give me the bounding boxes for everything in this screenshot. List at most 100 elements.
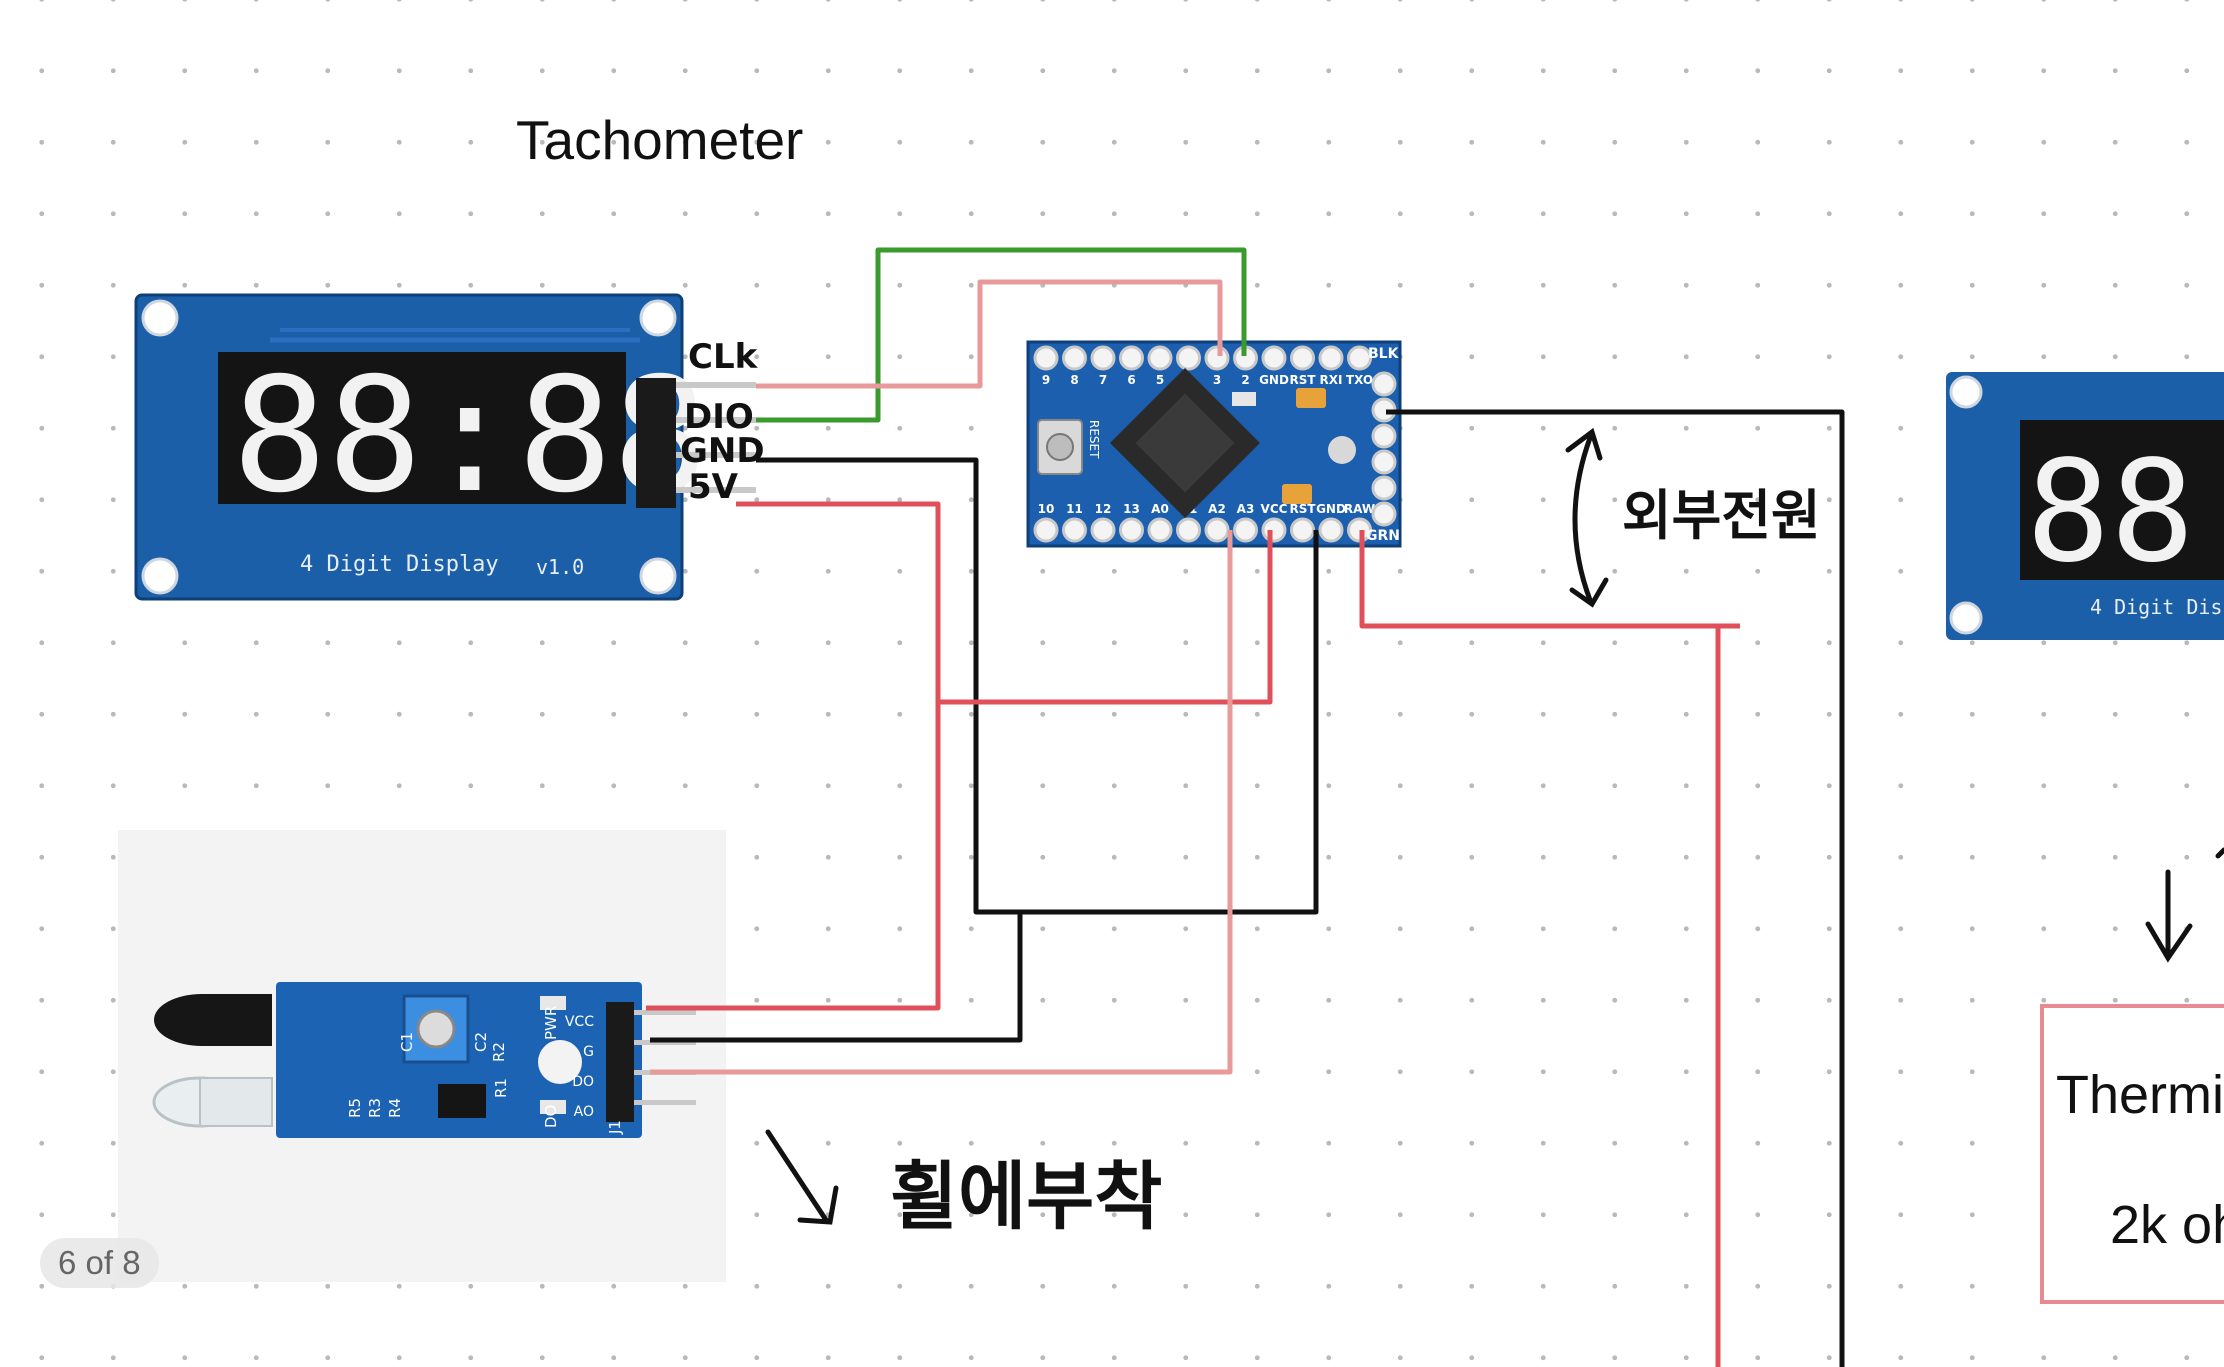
- reset-label: RESET: [1087, 420, 1101, 459]
- led: [1328, 436, 1356, 464]
- arduino-bottom-pin-label: 10: [1038, 502, 1055, 516]
- arduino-bottom-pin: [1119, 517, 1144, 543]
- arduino-top-pin-label: 9: [1042, 373, 1050, 387]
- arduino-top-pin-label: 2: [1241, 373, 1249, 387]
- arduino-bottom-pin-label: 13: [1123, 502, 1140, 516]
- arduino-bottom-pin-label: 11: [1066, 502, 1083, 516]
- wire-clk-pink: [756, 279, 1223, 389]
- sensor-silk-label: R5: [346, 1098, 364, 1118]
- corner-label-grn: GRN: [1366, 528, 1400, 544]
- display-module: 88:88 4 Digit Display v1.0: [134, 293, 756, 601]
- arduino-bottom-pin: [1090, 517, 1116, 543]
- display-version: v1.0: [536, 555, 584, 579]
- arduino-top-pin: [1318, 345, 1344, 371]
- wire-5v-display: [646, 501, 941, 1011]
- arduino-top-pin-label: RST: [1289, 373, 1316, 387]
- header-pin: [676, 487, 756, 493]
- arduino-side-pin: [1371, 449, 1397, 475]
- arduino-bottom-pin-label: VCC: [1261, 502, 1288, 516]
- smd-part: [1232, 392, 1256, 406]
- label-gnd: GND: [680, 431, 765, 471]
- arduino-bottom-pin: [1062, 517, 1087, 543]
- right-display-digits: 88:: [2026, 431, 2224, 594]
- mount-hole: [639, 299, 677, 337]
- arduino-top-pin: [1204, 345, 1230, 371]
- resistor-value-label: 2k oh: [2110, 1195, 2224, 1255]
- sensor-silk-label: J1: [606, 1120, 624, 1135]
- seven-segment-face: [218, 352, 626, 504]
- arduino-bottom-pin-label: 12: [1095, 502, 1112, 516]
- arduino-bottom-pin-label: RAW: [1344, 502, 1375, 516]
- right-pin-row: [1371, 371, 1397, 527]
- arduino-bottom-pin-label: GND: [1316, 502, 1346, 516]
- pwr-led: [540, 996, 566, 1010]
- do-led: [540, 1100, 566, 1114]
- label-clk: CLk: [688, 337, 759, 377]
- arduino-top-pin-label: 7: [1099, 373, 1107, 387]
- arduino-top-pin-label: GND: [1259, 373, 1289, 387]
- bottom-pin-row: 10111213A0A1A2A3VCCRSTGNDRAW: [1033, 502, 1375, 543]
- capacitor: [1282, 484, 1312, 504]
- sensor-silk-label: DO: [542, 1105, 560, 1128]
- header-pin: [676, 417, 756, 423]
- display-caption: 4 Digit Display: [300, 552, 499, 577]
- header-pin: [676, 452, 756, 458]
- attach-arrow: [765, 1129, 839, 1225]
- arduino-top-pin-label: 8: [1070, 373, 1078, 387]
- sensor-silk-label: R4: [386, 1098, 404, 1118]
- sensor-pin-label: G: [583, 1044, 594, 1060]
- external-power-arrow: [1565, 427, 1609, 608]
- annotation-attach-to-wheel: 휠에부착: [890, 1154, 1162, 1240]
- capacitor: [1296, 388, 1326, 408]
- arduino-bottom-pin-label: A3: [1237, 502, 1255, 516]
- display-digits: 88:88: [232, 344, 708, 528]
- sensor-pin-label: VCC: [565, 1014, 594, 1030]
- arduino-top-pin-label: 6: [1127, 373, 1135, 387]
- comparator-chip: [438, 1084, 486, 1118]
- arduino-top-pin: [1062, 345, 1087, 371]
- arduino-bottom-pin: [1033, 517, 1059, 543]
- wire-dio-green: [756, 247, 1247, 423]
- wire-gnd-external: [1386, 409, 1845, 1367]
- sensor-silk-label: PWR: [542, 1006, 560, 1040]
- sensor-header: [606, 1002, 634, 1122]
- right-display-caption: 4 Digit Disp: [2090, 595, 2224, 619]
- arduino-side-pin: [1371, 423, 1397, 449]
- arduino-bottom-pin: [1147, 517, 1173, 543]
- page-counter: 6 of 8: [40, 1238, 159, 1288]
- right-down-arrow: [2145, 847, 2224, 963]
- top-pin-row: 98765432GNDRSTRXITXO: [1033, 345, 1373, 387]
- arduino-bottom-pin: [1261, 517, 1287, 543]
- header-pin: [676, 382, 756, 388]
- arduino-top-pin: [1176, 345, 1201, 371]
- arduino-top-pin-label: RXI: [1320, 373, 1343, 387]
- sensor-silk-label: R3: [366, 1098, 384, 1118]
- arduino-top-pin-label: 3: [1213, 373, 1221, 387]
- corner-label-blk: BLK: [1368, 346, 1400, 362]
- sensor-silk-label: C1: [398, 1032, 416, 1052]
- mount-hole: [141, 299, 179, 337]
- thermistor-label-box: Thermi 2k oh: [2040, 1004, 2224, 1304]
- arduino-pro-mini: 98765432GNDRSTRXITXO 10111213A0A1A2A3VCC…: [1026, 340, 1402, 548]
- arduino-bottom-pin: [1204, 517, 1230, 543]
- sensor-pin-label: AO: [574, 1104, 594, 1120]
- wire-raw-external: [1359, 530, 1740, 629]
- wire-gnd-sensor: [650, 912, 1023, 1043]
- sensor-silk-label: R2: [490, 1042, 508, 1062]
- arduino-bottom-pin: [1176, 517, 1201, 543]
- sensor-pin-label: DO: [572, 1074, 594, 1090]
- display-header: [636, 378, 676, 508]
- diagram-title: Tachometer: [516, 109, 804, 171]
- arduino-bottom-pin: [1318, 517, 1344, 543]
- mount-hole: [639, 557, 677, 595]
- wire-gnd-display: [756, 457, 1319, 915]
- arduino-top-pin: [1119, 345, 1144, 371]
- sensor-silk-label: C2: [472, 1032, 490, 1052]
- wire-vcc-rail: [938, 530, 1273, 705]
- arduino-bottom-pin-label: A0: [1151, 502, 1169, 516]
- mount-hole: [141, 557, 179, 595]
- arduino-bottom-pin: [1233, 517, 1258, 543]
- wires: [646, 247, 1845, 1367]
